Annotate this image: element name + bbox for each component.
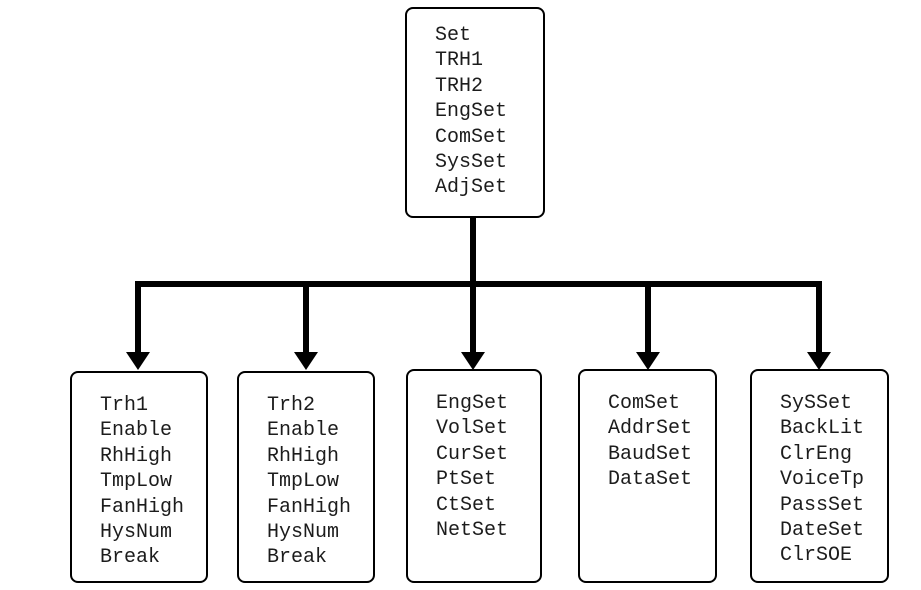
- menu-item-text: DateSet: [780, 519, 865, 543]
- menu-item-text: TmpLow: [267, 470, 340, 494]
- menu-item-text: SySSet: [780, 392, 853, 415]
- menu-item-text: VolSet: [436, 417, 509, 441]
- arrow-down-icon: [807, 352, 831, 370]
- menu-item-text: PtSet: [436, 468, 497, 492]
- menu-item-text: BackLit: [780, 417, 865, 441]
- menu-item-text: Trh1: [100, 394, 149, 417]
- menu-item-text: Break: [100, 546, 161, 570]
- menu-item-text: VoiceTp: [780, 468, 865, 492]
- menu-item-text: Set: [435, 24, 472, 47]
- menu-item-text: SysSet: [435, 151, 508, 175]
- connector-hline: [135, 281, 822, 287]
- menu-item-text: TmpLow: [100, 470, 173, 494]
- arrow-down-icon: [636, 352, 660, 370]
- menu-item-text: DataSet: [608, 468, 693, 492]
- menu-item-text: CtSet: [436, 493, 497, 517]
- menu-item-text: ClrEng: [780, 442, 853, 466]
- menu-item-text: TRH2: [435, 74, 484, 98]
- connector-drop-1: [135, 284, 141, 352]
- arrow-down-icon: [126, 352, 150, 370]
- menu-item-text: AdjSet: [435, 176, 508, 200]
- menu-item-text: Enable: [100, 419, 173, 443]
- menu-item-text: TRH1: [435, 49, 484, 73]
- menu-item-text: HysNum: [100, 521, 173, 545]
- menu-item-text: EngSet: [435, 100, 508, 124]
- connector-drop-4: [645, 284, 651, 352]
- arrow-down-icon: [461, 352, 485, 370]
- menu-item-text: BaudSet: [608, 442, 693, 466]
- arrow-down-icon: [294, 352, 318, 370]
- menu-item-text: Trh2: [267, 394, 316, 417]
- menu-item-text: ComSet: [608, 392, 681, 415]
- menu-item-text: PassSet: [780, 493, 865, 517]
- menu-item-text: Break: [267, 546, 328, 570]
- menu-item-text: RhHigh: [267, 444, 340, 468]
- menu-item-text: NetSet: [436, 519, 509, 543]
- menu-item-text: EngSet: [436, 392, 509, 415]
- menu-item-text: ClrSOE: [780, 544, 853, 568]
- menu-item-text: CurSet: [436, 442, 509, 466]
- connector-drop-5: [816, 284, 822, 352]
- menu-item-text: AddrSet: [608, 417, 693, 441]
- menu-item-text: RhHigh: [100, 444, 173, 468]
- menu-item-text: FanHigh: [100, 495, 185, 519]
- menu-item-text: FanHigh: [267, 495, 352, 519]
- connector-drop-2: [303, 284, 309, 352]
- menu-item-text: HysNum: [267, 521, 340, 545]
- menu-item-text: ComSet: [435, 125, 508, 149]
- menu-item-text: Enable: [267, 419, 340, 443]
